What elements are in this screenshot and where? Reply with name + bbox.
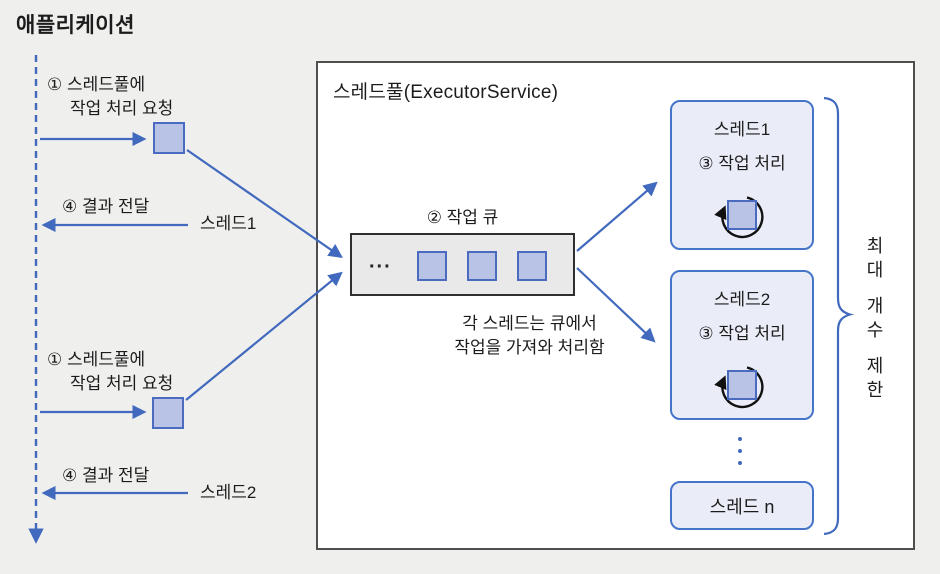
thread1-name: 스레드1: [713, 120, 771, 139]
work-queue-box: ...: [350, 233, 575, 296]
application-title: 애플리케이션: [16, 14, 135, 37]
thread-n-box: 스레드 n: [670, 481, 814, 530]
thread-n-name: 스레드 n: [709, 496, 775, 517]
thread1-ref-label: 스레드1: [200, 214, 257, 233]
thread2-box: 스레드2 ③ 작업 처리: [670, 270, 814, 420]
queue-ellipsis: ...: [369, 250, 392, 273]
thread2-name: 스레드2: [713, 290, 771, 309]
loop-arrow-icon: [714, 196, 764, 239]
limit-word-3: 제한: [866, 356, 884, 400]
queued-task-square-3: [517, 251, 547, 281]
request-label-1: ① 스레드풀에 작업 처리 요청: [47, 73, 173, 121]
thread-pool-box: [316, 61, 915, 550]
limit-word-2: 개수: [866, 296, 884, 340]
thread2-step: ③ 작업 처리: [698, 324, 786, 343]
limit-word-1: 최대: [866, 236, 884, 280]
queued-task-square-2: [467, 251, 497, 281]
thread-pool-title: 스레드풀(ExecutorService): [333, 82, 559, 103]
max-count-limit-label: 최대 개수 제한: [861, 234, 889, 414]
queue-caption-line1: 각 스레드는 큐에서: [462, 314, 597, 333]
result-label-1: ④ 결과 전달: [62, 197, 150, 216]
request-label-2-line2: 작업 처리 요청: [70, 374, 174, 393]
request-label-2-line1: ① 스레드풀에: [47, 350, 146, 369]
queue-caption-line2: 작업을 가져와 처리함: [454, 338, 605, 357]
work-queue-label: ② 작업 큐: [426, 208, 499, 227]
thread2-ref-label: 스레드2: [200, 483, 257, 502]
thread1-box: 스레드1 ③ 작업 처리: [670, 100, 814, 250]
thread1-step: ③ 작업 처리: [698, 154, 786, 173]
request-label-1-line1: ① 스레드풀에: [47, 75, 146, 94]
request-label-2: ① 스레드풀에 작업 처리 요청: [47, 348, 173, 396]
queued-task-square-1: [417, 251, 447, 281]
loop-arrow-icon: [714, 366, 764, 409]
task-square-request-1: [153, 122, 185, 154]
result-label-2: ④ 결과 전달: [62, 466, 150, 485]
queue-caption: 각 스레드는 큐에서 작업을 가져와 처리함: [437, 312, 622, 360]
request-label-1-line2: 작업 처리 요청: [70, 99, 174, 118]
vertical-ellipsis: [737, 437, 743, 473]
task-square-request-2: [152, 397, 184, 429]
